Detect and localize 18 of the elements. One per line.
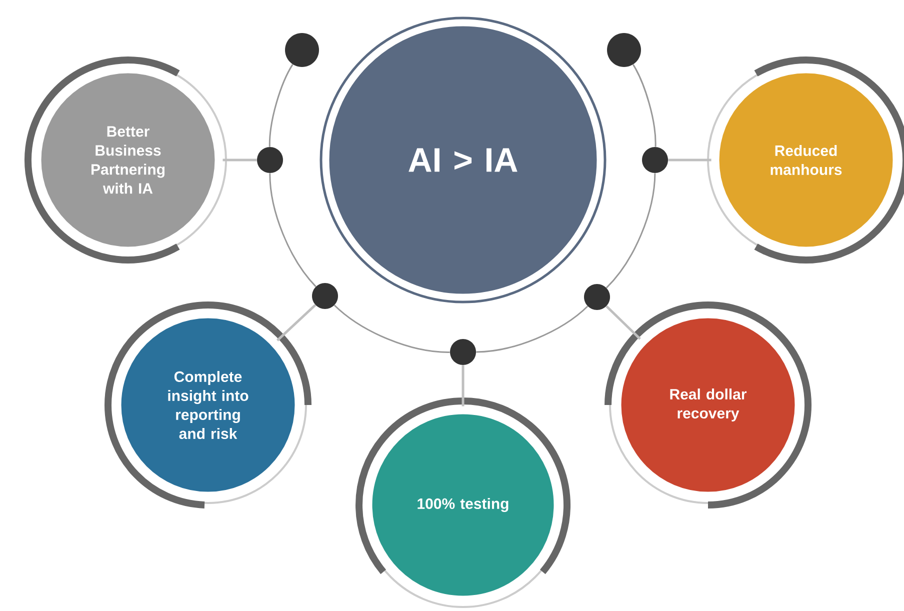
connector-arc [268, 64, 294, 147]
dot [257, 147, 283, 173]
connector-line [222, 158, 257, 162]
connector-arc [632, 64, 656, 147]
connector-line [276, 304, 316, 342]
connector-arc [606, 173, 656, 288]
dot [285, 33, 319, 67]
connector-arc [476, 306, 588, 353]
dot [450, 339, 476, 365]
connector-arc [269, 173, 316, 288]
connector-line [606, 305, 641, 340]
dot [642, 147, 668, 173]
dot [584, 284, 610, 310]
connector-arc [334, 304, 450, 353]
connector-line [462, 365, 464, 406]
connector-line [668, 158, 712, 162]
dot [607, 33, 641, 67]
dot [312, 283, 338, 309]
